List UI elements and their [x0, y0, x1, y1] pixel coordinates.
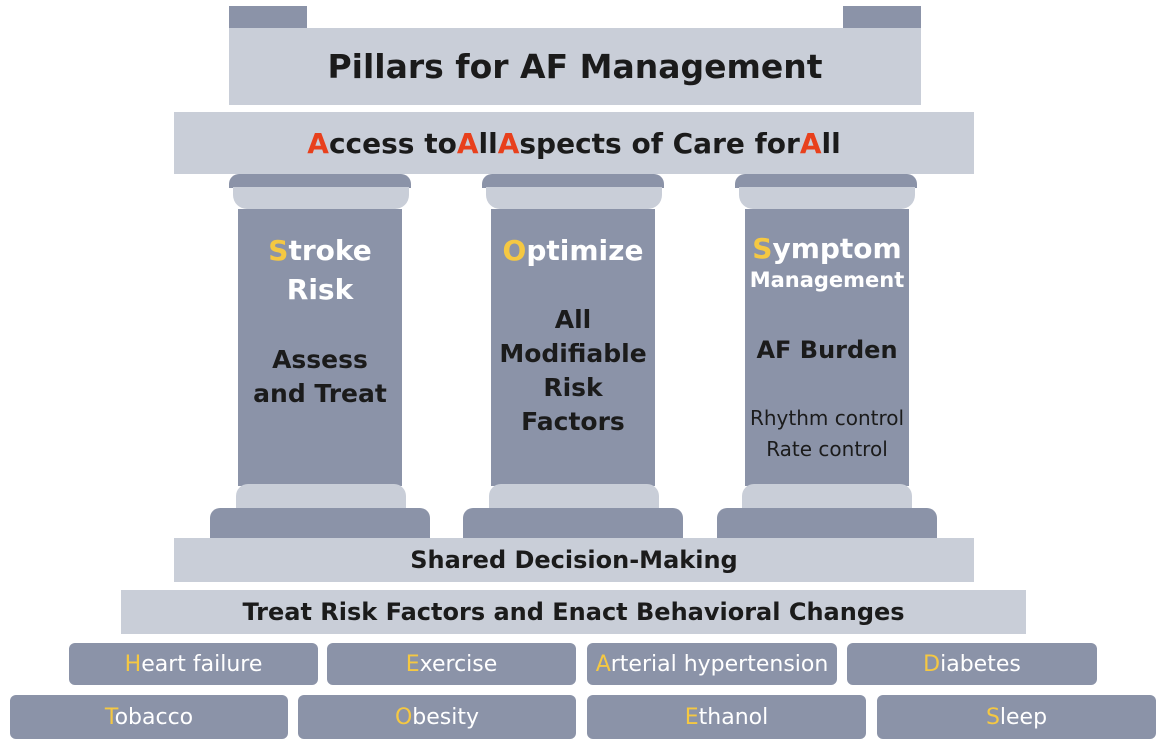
brick-sleep: Sleep [877, 695, 1156, 739]
pillar-3-base-top [742, 484, 912, 510]
roof-tab-right [843, 6, 921, 28]
pillar-3-body: AF Burden [756, 336, 898, 364]
pillar-2-capital [486, 187, 662, 209]
access-banner: Access to All Aspects of Care for All [174, 112, 974, 174]
brick-diabetes: Diabetes [847, 643, 1097, 685]
brick-heart-failure: Heart failure [69, 643, 318, 685]
shared-decision-bar: Shared Decision-Making [174, 538, 974, 582]
pillar-2-capital-top [482, 174, 664, 188]
pillar-1-base [210, 508, 430, 540]
shared-decision-label: Shared Decision-Making [410, 546, 738, 574]
pillar-3-heading: Symptom Management [749, 232, 905, 292]
pillar-3-capital [739, 187, 915, 209]
roof-tab-left [229, 6, 307, 28]
pillar-2-body: All Modifiable Risk Factors [499, 305, 647, 436]
access-part-1: Access to [307, 126, 457, 160]
pillar-1-heading: Stroke Risk [268, 234, 372, 306]
diagram-title: Pillars for AF Management [229, 28, 921, 105]
pillar-1-body: Assess and Treat [253, 345, 387, 408]
pillar-2-base-top [489, 484, 659, 510]
title-text: Pillars for AF Management [327, 47, 823, 86]
pillar-3-shaft: Symptom Management AF Burden Rhythm cont… [745, 209, 909, 486]
brick-exercise: Exercise [327, 643, 576, 685]
brick-obesity: Obesity [298, 695, 576, 739]
brick-arterial-hypertension: Arterial hypertension [587, 643, 837, 685]
access-part-3: Aspects of Care for [497, 126, 800, 160]
pillar-2-heading: Optimize [502, 234, 644, 267]
brick-ethanol: Ethanol [587, 695, 866, 739]
pillar-3-capital-top [735, 174, 917, 188]
pillar-1-capital-top [229, 174, 411, 188]
brick-tobacco: Tobacco [10, 695, 288, 739]
pillar-1-capital [233, 187, 409, 209]
pillar-3-control-list: Rhythm control Rate control [749, 406, 905, 461]
pillar-2-shaft: Optimize All Modifiable Risk Factors [491, 209, 655, 486]
pillar-1-base-top [236, 484, 406, 510]
access-part-2: All [456, 126, 498, 160]
treat-risk-label: Treat Risk Factors and Enact Behavioral … [242, 598, 905, 626]
treat-risk-bar: Treat Risk Factors and Enact Behavioral … [121, 590, 1026, 634]
pillar-3-base [717, 508, 937, 540]
pillar-1-shaft: Stroke Risk Assess and Treat [238, 209, 402, 486]
pillar-2-base [463, 508, 683, 540]
access-part-4: All [799, 126, 841, 160]
